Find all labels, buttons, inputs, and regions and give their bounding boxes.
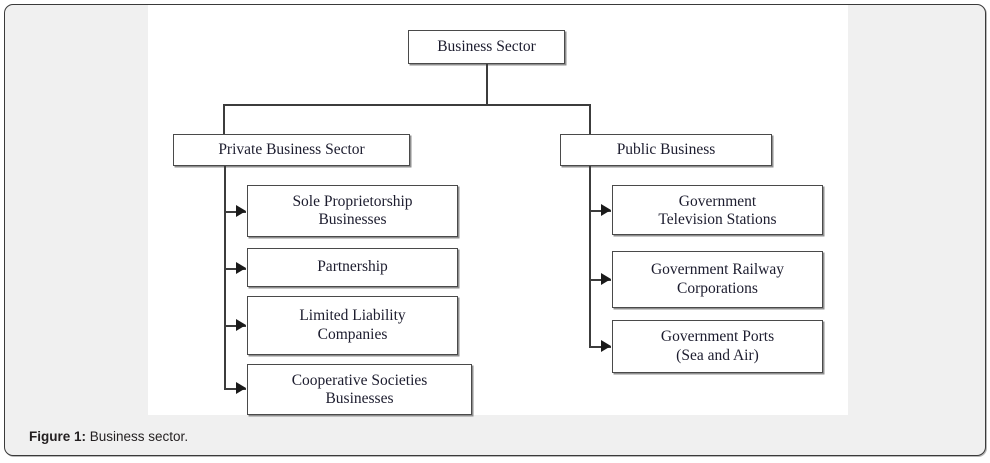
node-label-line1: Limited Liability xyxy=(299,307,406,325)
connector-right-stub-3 xyxy=(589,346,611,348)
connector-root-bus xyxy=(223,104,590,106)
node-public-business: Public Business xyxy=(560,134,772,166)
connector-left-stub-2 xyxy=(224,268,246,270)
connector-left-stub-3 xyxy=(224,325,246,327)
node-label-line2: (Sea and Air) xyxy=(676,346,759,364)
node-label-line1: Sole Proprietorship xyxy=(292,193,413,210)
node-label: Public Business xyxy=(616,140,716,158)
node-limited-liability-companies: Limited Liability Companies xyxy=(247,296,458,355)
arrow-left-4 xyxy=(236,382,246,394)
connector-left-stub-1 xyxy=(224,211,246,213)
node-label: Partnership xyxy=(317,258,388,276)
connector-left-stub-4 xyxy=(224,388,246,390)
node-label-line1: Government xyxy=(678,193,757,210)
figure-caption-label: Figure 1: xyxy=(29,429,87,444)
figure-caption: Figure 1: Business sector. xyxy=(29,429,188,444)
node-government-ports: Government Ports (Sea and Air) xyxy=(612,320,823,373)
node-label: Government Railway Corporations xyxy=(617,261,818,298)
node-label: Limited Liability Companies xyxy=(252,307,453,344)
node-private-business-sector: Private Business Sector xyxy=(173,134,410,166)
connector-left-spine xyxy=(224,166,226,388)
node-label-line1: Government Railway xyxy=(650,261,784,279)
connector-drop-right xyxy=(589,104,591,134)
figure-caption-text: Business sector. xyxy=(86,429,189,444)
node-label: Government Television Stations xyxy=(617,193,818,230)
node-label: Private Business Sector xyxy=(218,140,365,158)
arrow-right-2 xyxy=(601,273,611,285)
node-label: Cooperative Societies Businesses xyxy=(252,372,467,409)
connector-root-stem xyxy=(486,64,488,104)
node-partnership: Partnership xyxy=(247,248,458,287)
arrow-right-3 xyxy=(601,340,611,352)
node-label: Business Sector xyxy=(437,37,536,55)
node-government-television-stations: Government Television Stations xyxy=(612,185,823,235)
arrow-left-1 xyxy=(236,205,246,217)
figure-frame: Business Sector Private Business Sector … xyxy=(4,4,986,456)
node-label-line2: Companies xyxy=(317,325,388,343)
connector-drop-left xyxy=(223,104,225,134)
node-government-railway-corporations: Government Railway Corporations xyxy=(612,251,823,308)
node-label-line2: Corporations xyxy=(677,279,758,297)
node-label: Sole Proprietorship Businesses xyxy=(252,193,453,230)
node-label-line1: Government Ports xyxy=(660,328,775,346)
node-label-line2: Businesses xyxy=(318,211,387,229)
arrow-left-2 xyxy=(236,262,246,274)
node-sole-proprietorship-businesses: Sole Proprietorship Businesses xyxy=(247,185,458,237)
connector-right-spine xyxy=(589,166,591,346)
connector-right-stub-1 xyxy=(589,210,611,212)
diagram-panel: Business Sector Private Business Sector … xyxy=(148,5,848,415)
node-business-sector: Business Sector xyxy=(408,30,565,64)
node-label-line2: Television Stations xyxy=(658,211,777,229)
node-label-line1: Cooperative Societies xyxy=(291,372,428,389)
arrow-right-1 xyxy=(601,204,611,216)
arrow-left-3 xyxy=(236,319,246,331)
connector-right-stub-2 xyxy=(589,279,611,281)
node-label: Government Ports (Sea and Air) xyxy=(617,328,818,365)
node-cooperative-societies-businesses: Cooperative Societies Businesses xyxy=(247,364,472,415)
node-label-line2: Businesses xyxy=(325,390,394,408)
